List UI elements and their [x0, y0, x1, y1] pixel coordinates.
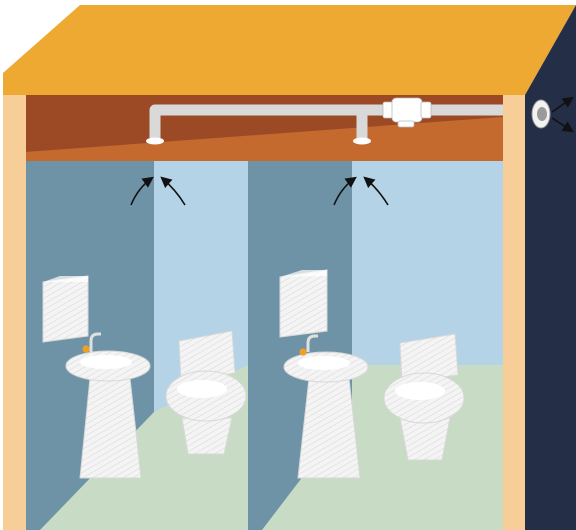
wall-post-right — [503, 95, 525, 530]
ceiling-vent-right — [353, 138, 371, 145]
wall-exhaust-grille — [532, 100, 550, 128]
cabinet — [280, 270, 327, 337]
side-wall — [525, 5, 576, 530]
ceiling-vent-left — [146, 138, 164, 145]
faucet-handle — [299, 348, 306, 355]
faucet-handle — [82, 345, 89, 352]
roof — [3, 5, 576, 95]
wall-post-left — [3, 95, 26, 530]
cabinet — [43, 276, 88, 342]
